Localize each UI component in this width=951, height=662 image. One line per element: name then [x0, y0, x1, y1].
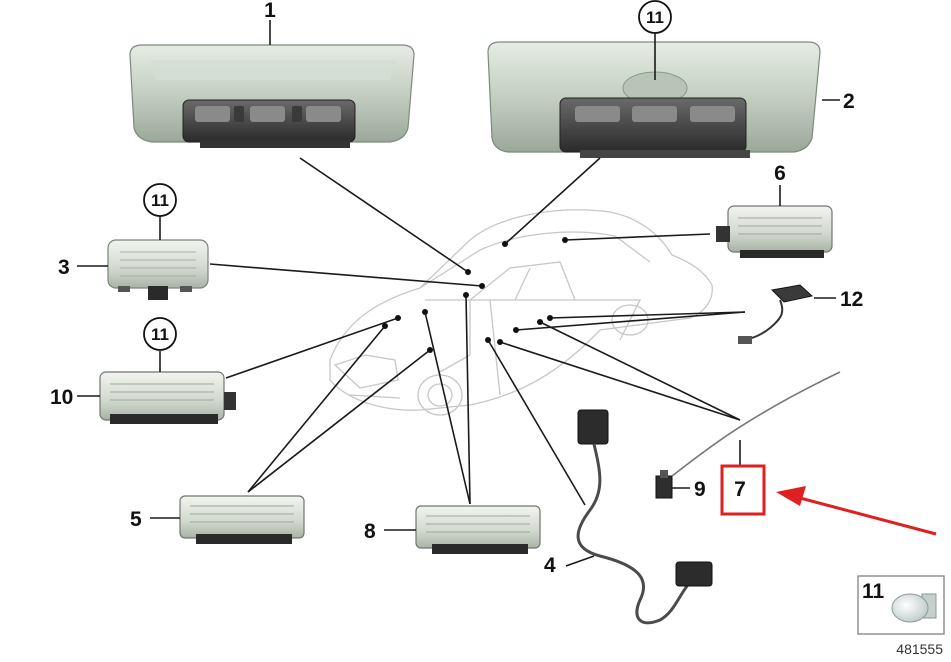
callout-5: 5: [130, 508, 142, 531]
highlight-box: [720, 464, 766, 516]
inset-bulb-box: 11: [857, 575, 945, 635]
callout-10: 10: [50, 386, 73, 409]
callout-3: 3: [58, 256, 70, 279]
part-2-rear-interior-light: [487, 41, 821, 158]
circled-marker-left-lower: 11: [143, 317, 177, 351]
part-5-lamp: [179, 495, 305, 544]
part-1-front-interior-light: [129, 44, 415, 148]
circled-label-left-lower: 11: [151, 325, 169, 344]
part-4-wiring-harness: [576, 409, 713, 625]
callout-12: 12: [840, 288, 863, 311]
circled-marker-top: 11: [638, 0, 672, 34]
part-6-lamp: [716, 205, 833, 258]
bulb-icon: [891, 593, 937, 623]
connection-dots: [382, 237, 568, 353]
circled-label-left-upper: 11: [151, 191, 169, 210]
callout-7: 7: [734, 478, 746, 501]
part-8-lamp: [415, 505, 541, 554]
callout-8: 8: [364, 520, 376, 543]
part-3-lamp: [107, 239, 209, 300]
part-9-connector: [655, 470, 673, 499]
leader-lines: [77, 20, 840, 567]
callout-9: 9: [694, 478, 706, 501]
part-7-wire: [671, 371, 841, 477]
circled-label-top: 11: [646, 8, 664, 27]
callout-1: 1: [264, 0, 276, 22]
part-10-lamp: [99, 371, 236, 424]
callout-4: 4: [544, 554, 556, 577]
reference-number: 481555: [896, 641, 943, 657]
inset-label: 11: [862, 580, 885, 603]
circled-marker-left-upper: 11: [143, 183, 177, 217]
red-arrow: [776, 486, 937, 536]
callout-6: 6: [774, 162, 786, 185]
callout-2: 2: [843, 90, 855, 113]
part-12-sensor: [738, 284, 814, 344]
